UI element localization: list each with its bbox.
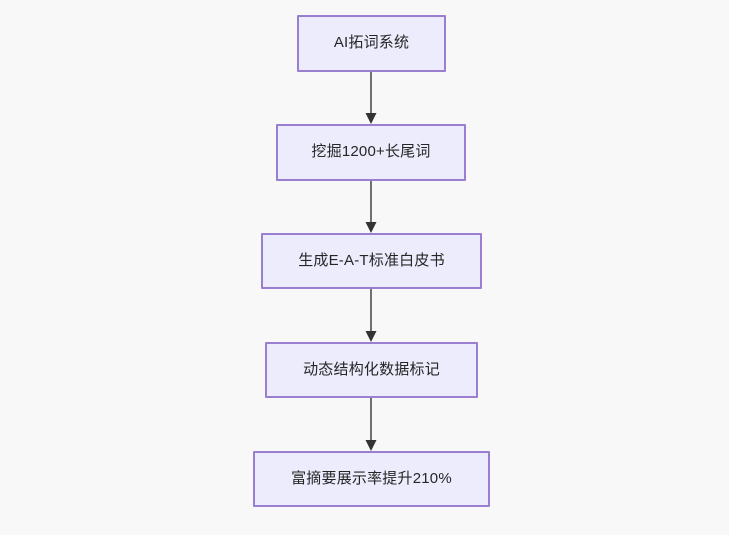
flow-node-label: 挖掘1200+长尾词 — [311, 143, 431, 161]
flow-node-label: AI拓词系统 — [333, 34, 410, 52]
flow-node-label: 动态结构化数据标记 — [303, 360, 440, 378]
flow-node-mine-longtail-keywords[interactable]: 挖掘1200+长尾词 — [276, 124, 466, 181]
edge-node1-to-node2 — [365, 181, 377, 233]
edge-node2-to-node3 — [365, 289, 377, 342]
flow-node-rich-snippet-impression-lift[interactable]: 富摘要展示率提升210% — [253, 451, 490, 507]
edge-node3-to-node4 — [365, 398, 377, 451]
edge-node0-to-node1 — [365, 72, 377, 124]
flow-node-ai-keyword-system[interactable]: AI拓词系统 — [297, 15, 446, 72]
flow-node-generate-eat-whitepaper[interactable]: 生成E-A-T标准白皮书 — [261, 233, 482, 289]
flow-node-label: 生成E-A-T标准白皮书 — [298, 251, 445, 269]
flow-node-label: 富摘要展示率提升210% — [291, 469, 452, 487]
flow-node-dynamic-structured-data-markup[interactable]: 动态结构化数据标记 — [265, 342, 478, 398]
